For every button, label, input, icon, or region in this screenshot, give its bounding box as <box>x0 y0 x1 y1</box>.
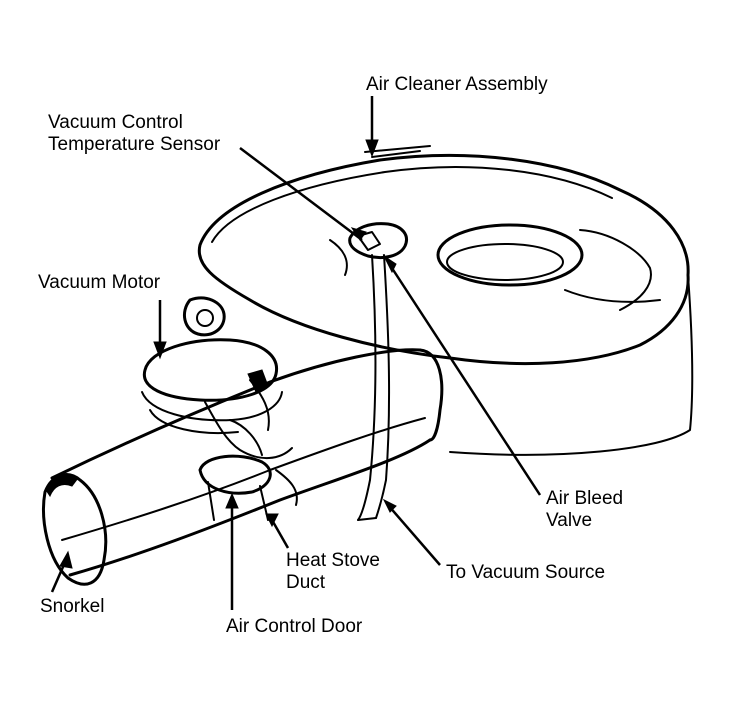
label-snorkel: Snorkel <box>40 596 104 618</box>
arrow-air-bleed <box>382 254 397 274</box>
linkage-shade <box>247 369 269 393</box>
label-line-2: Duct <box>286 572 326 593</box>
label-line-2: Valve <box>546 510 593 531</box>
arrow-temp-sensor <box>350 227 367 241</box>
arrow-to-vacuum <box>382 498 397 513</box>
arrow-air-cleaner <box>365 139 379 158</box>
lid-relief-left <box>329 239 348 276</box>
label-air-control-door: Air Control Door <box>226 616 362 638</box>
label-air-bleed-valve: Air Bleed Valve <box>546 488 623 532</box>
vacuum-motor-band2 <box>149 409 239 434</box>
label-vacuum-motor: Vacuum Motor <box>38 272 160 294</box>
lid-relief-right <box>579 229 652 311</box>
label-text: Vacuum Motor <box>38 272 161 293</box>
arrow-vacuum-motor <box>153 341 167 360</box>
lid-edge-drop <box>449 274 694 456</box>
label-text: To Vacuum Source <box>446 562 606 583</box>
leader-to-vacuum <box>387 504 441 566</box>
leader-air-bleed <box>386 261 542 496</box>
heat-stove-duct <box>275 469 298 506</box>
air-control-door-ring <box>198 454 272 495</box>
snorkel-end-block <box>418 348 444 442</box>
snorkel-upper-edge <box>50 348 422 480</box>
vacuum-hose-3 <box>357 517 377 521</box>
label-air-cleaner-assembly: Air Cleaner Assembly <box>366 74 548 96</box>
vacuum-hose-2 <box>375 254 391 519</box>
leader-temp-sensor <box>239 147 363 241</box>
vacuum-motor-mount <box>182 296 226 337</box>
lid-center-opening <box>436 223 584 287</box>
label-text: Snorkel <box>40 596 105 617</box>
vacuum-motor-housing <box>142 338 279 402</box>
vacuum-motor-mount-hole <box>196 309 214 327</box>
air-cleaner-lid-rim <box>211 166 613 243</box>
label-line-1: Heat Stove <box>286 550 380 571</box>
label-heat-stove-duct: Heat Stove Duct <box>286 550 380 594</box>
label-vacuum-control-temperature-sensor: Vacuum Control Temperature Sensor <box>48 112 220 156</box>
arrow-snorkel <box>59 550 73 569</box>
arrow-air-control-door <box>225 492 239 509</box>
lid-relief-right2 <box>564 289 661 303</box>
temp-sensor-tab <box>357 231 381 251</box>
label-text: Air Cleaner Assembly <box>366 74 548 95</box>
label-to-vacuum-source: To Vacuum Source <box>446 562 605 584</box>
label-line-1: Air Bleed <box>546 488 624 509</box>
lid-top-hatch <box>364 145 431 158</box>
label-line-1: Vacuum Control <box>48 112 183 133</box>
snorkel-lower-edge <box>68 438 432 577</box>
leader-heat-stove <box>270 519 290 549</box>
lid-center-opening-inner <box>446 243 564 281</box>
vacuum-hose-1 <box>357 254 377 521</box>
snorkel-mouth-shade <box>45 474 79 498</box>
label-line-2: Temperature Sensor <box>48 134 221 155</box>
temp-sensor-body <box>348 222 408 260</box>
label-text: Air Control Door <box>226 616 363 637</box>
air-cleaner-lid <box>197 153 690 366</box>
arrow-heat-stove <box>265 513 279 528</box>
